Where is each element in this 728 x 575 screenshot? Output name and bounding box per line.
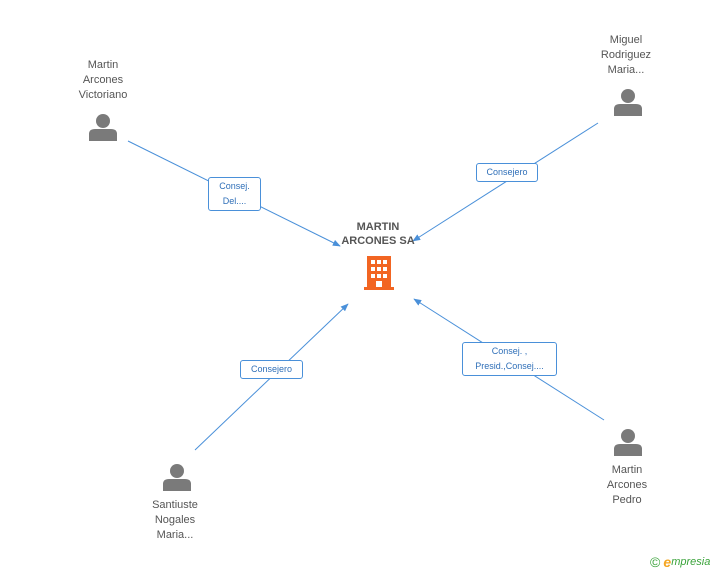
building-icon[interactable] [364, 256, 394, 290]
person-name-line: Santiuste [152, 499, 198, 511]
person-name-martin-arcones-victoriano[interactable]: Martin Arcones Victoriano [43, 58, 163, 103]
person-name-line: Martin [611, 464, 643, 476]
person-name-santiuste-nogales[interactable]: Santiuste Nogales Maria... [115, 498, 235, 543]
role-box[interactable]: Consej. , Presid.,Consej.... [462, 342, 557, 376]
person-name-line: Maria... [607, 64, 645, 76]
person-name-line: Pedro [612, 494, 642, 506]
role-text: Del.... [222, 196, 247, 206]
person-icon[interactable] [614, 429, 642, 456]
role-box[interactable]: Consej. Del.... [208, 177, 261, 211]
person-name-miguel-rodriguez[interactable]: Miguel Rodriguez Maria... [566, 33, 686, 78]
person-name-line: Maria... [156, 529, 194, 541]
company-name-line: ARCONES SA [341, 235, 415, 247]
role-box[interactable]: Consejero [476, 163, 538, 182]
role-text: Consejero [250, 364, 293, 374]
role-text: Consejero [486, 167, 528, 177]
role-box[interactable]: Consejero [240, 360, 303, 379]
person-name-line: Arcones [82, 74, 124, 86]
person-name-line: Martin [87, 59, 119, 71]
role-text: Presid.,Consej.... [475, 361, 544, 371]
role-text: Consej. [219, 181, 250, 191]
copyright-symbol: © [650, 554, 661, 570]
person-name-martin-arcones-pedro[interactable]: Martin Arcones Pedro [567, 463, 687, 508]
person-name-line: Victoriano [78, 89, 128, 101]
person-name-line: Miguel [609, 34, 643, 46]
person-icon[interactable] [89, 114, 117, 141]
brand-name: mpresia [671, 556, 711, 568]
role-text: Consej. , [491, 346, 528, 356]
edge-miguel-rodriguez [412, 122, 599, 242]
company-name-line: MARTIN [356, 221, 400, 233]
person-icon[interactable] [163, 464, 191, 491]
person-name-line: Arcones [606, 479, 648, 491]
person-icon[interactable] [614, 89, 642, 116]
person-name-line: Rodriguez [600, 49, 652, 61]
company-name[interactable]: MARTIN ARCONES SA [318, 220, 438, 248]
person-name-line: Nogales [154, 514, 196, 526]
empresia-logo: © empresia [650, 554, 710, 574]
brand-e: e [663, 554, 672, 570]
